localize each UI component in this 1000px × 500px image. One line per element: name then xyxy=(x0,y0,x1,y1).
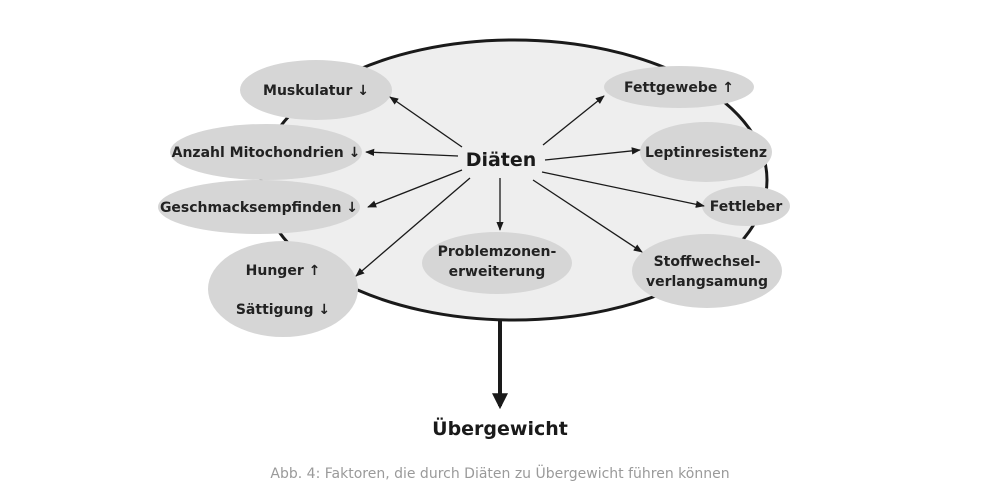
arrow-to-mitochondrien xyxy=(365,148,459,157)
node-hunger-bubble xyxy=(208,241,358,337)
label-leptin: Leptinresistenz xyxy=(645,145,767,161)
arrow-to-muskulatur xyxy=(389,96,463,148)
label-geschmack: Geschmacksempfinden ↓ xyxy=(160,200,358,216)
label-stoffwechsel-line1: Stoffwechsel- xyxy=(654,254,761,270)
label-problemzonen-line1: Problemzonen- xyxy=(438,244,557,260)
node-fettleber-bubble xyxy=(702,186,790,226)
label-stoffwechsel-line2: verlangsamung xyxy=(646,274,768,290)
label-mitochondrien: Anzahl Mitochondrien ↓ xyxy=(172,145,361,161)
arrow-to-stoffwechsel xyxy=(532,179,643,253)
node-stoffwechsel-bubble xyxy=(632,234,782,308)
arrow-to-leptin xyxy=(544,147,641,161)
node-mitochondrien-bubble xyxy=(170,124,362,180)
label-fettgewebe: Fettgewebe ↑ xyxy=(624,80,734,96)
center-label: Diäten xyxy=(466,149,537,171)
label-hunger: Hunger ↑ xyxy=(246,263,321,279)
label-muskulatur: Muskulatur ↓ xyxy=(263,83,369,99)
label-saettigung: Sättigung ↓ xyxy=(236,302,330,318)
label-fettleber: Fettleber xyxy=(710,199,783,215)
node-muskulatur-bubble xyxy=(240,60,392,120)
node-problemzonen-bubble xyxy=(422,232,572,294)
result-label: Übergewicht xyxy=(432,416,568,440)
arrow-to-fettgewebe xyxy=(542,95,605,146)
node-fettgewebe-bubble xyxy=(604,66,754,108)
arrow-to-fettleber xyxy=(541,171,705,208)
arrow-to-hunger xyxy=(355,177,471,277)
node-geschmack-bubble xyxy=(158,180,360,234)
figure-caption: Abb. 4: Faktoren, die durch Diäten zu Üb… xyxy=(270,466,730,482)
arrow-to-geschmack xyxy=(367,169,463,208)
node-leptin-bubble xyxy=(640,122,772,182)
label-problemzonen-line2: erweiterung xyxy=(449,264,546,280)
